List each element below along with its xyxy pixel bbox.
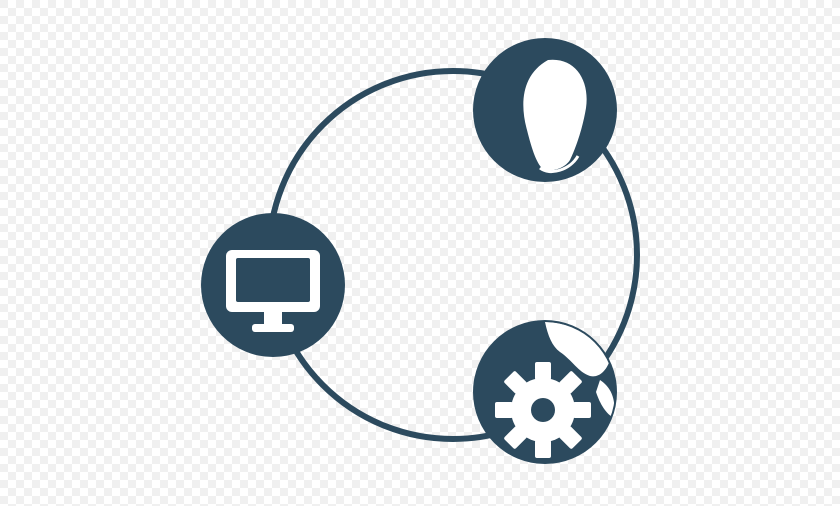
gear-globe-icon [473, 320, 617, 464]
monitor-icon [201, 213, 345, 357]
user-head-icon [473, 38, 617, 182]
